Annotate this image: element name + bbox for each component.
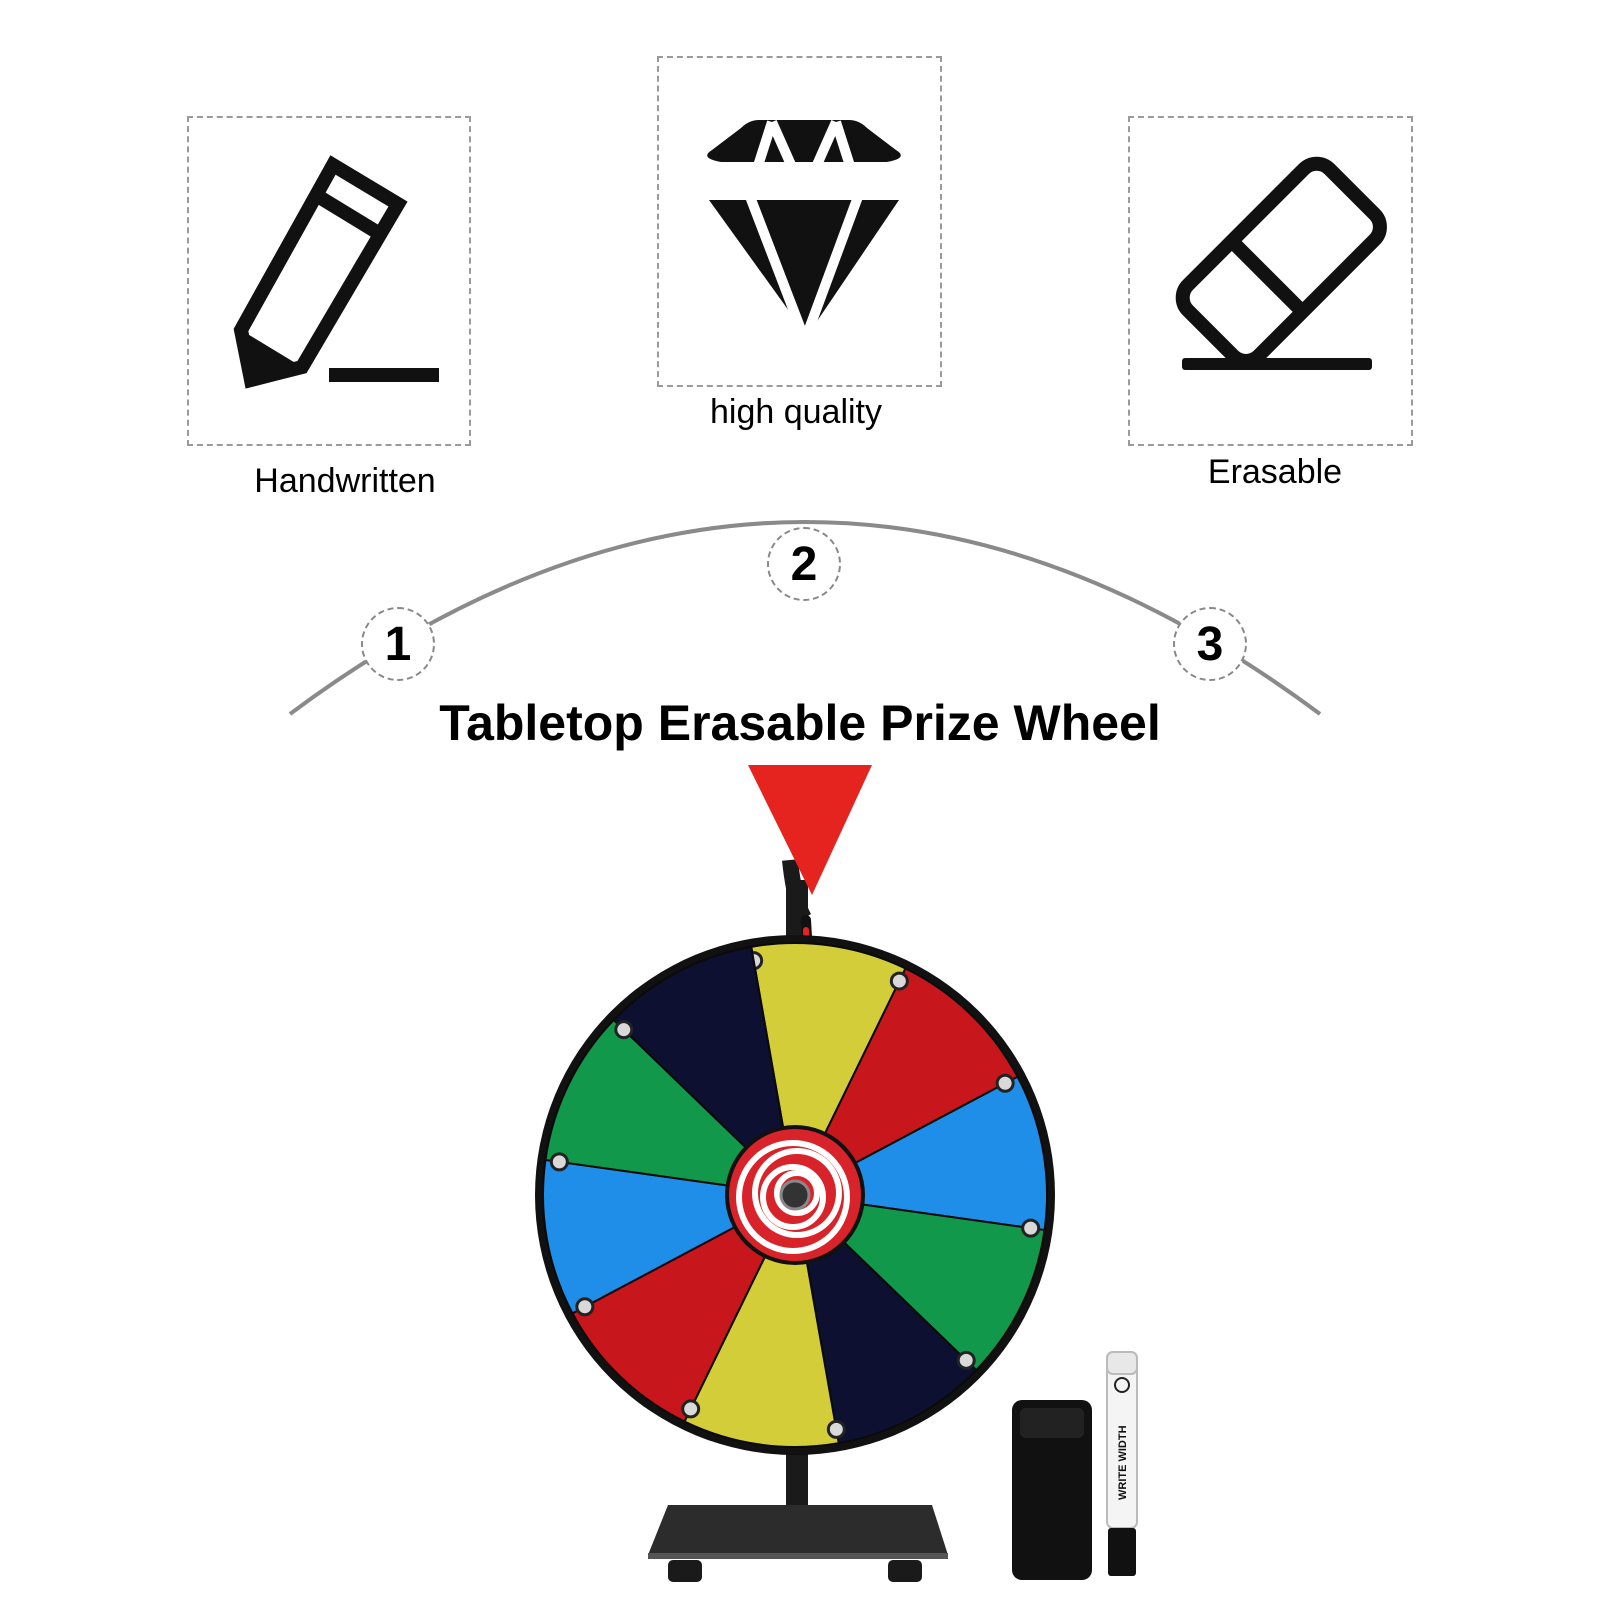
marker-label: WRITE WIDTH <box>1117 1425 1129 1500</box>
hub-spiral <box>760 1164 826 1230</box>
feature-box-erasable <box>1128 116 1413 446</box>
wheel-peg <box>995 1073 1015 1093</box>
stand-base <box>648 1505 948 1555</box>
hub-spiral <box>752 1148 842 1238</box>
wheel-segment <box>544 1018 798 1197</box>
stand-foot-right <box>888 1560 922 1582</box>
pointer-flag <box>748 765 872 895</box>
feature-label-high-quality: high quality <box>709 393 882 431</box>
step-badge-1: 1 <box>361 607 435 681</box>
felt-eraser-icon <box>1012 1400 1092 1580</box>
pencil-icon <box>233 155 439 389</box>
wheel-peg <box>549 1152 569 1172</box>
stand-foot-left <box>668 1560 702 1582</box>
wheel-segment <box>571 1192 798 1423</box>
page-title: Tabletop Erasable Prize Wheel <box>439 695 1161 751</box>
wheel-segment <box>792 967 1019 1198</box>
feature-label-handwritten: Handwritten <box>254 462 436 500</box>
hub-bolt <box>779 1179 811 1211</box>
wheel-peg <box>681 1399 701 1419</box>
step-badge-3: 3 <box>1173 607 1247 681</box>
wheel-segment <box>612 945 797 1198</box>
wheel-peg <box>1021 1218 1041 1238</box>
wheel-segment <box>792 1193 1046 1372</box>
feature-box-high-quality <box>657 56 942 387</box>
wheel-peg <box>826 1419 846 1439</box>
steps-arc <box>288 520 1322 716</box>
wheel-peg <box>575 1297 595 1317</box>
wheel-peg <box>956 1350 976 1370</box>
wheel-segment <box>793 1192 978 1445</box>
step-badge-2: 2 <box>767 527 841 601</box>
feature-label-erasable: Erasable <box>1207 453 1343 491</box>
wheel-peg <box>889 971 909 991</box>
marker-icon <box>1106 1351 1138 1576</box>
hub-spiral <box>736 1140 850 1254</box>
pointer-arm <box>782 859 812 922</box>
feature-box-handwritten <box>187 116 471 446</box>
diamond-icon <box>699 119 909 342</box>
hub-spiral <box>774 1170 820 1216</box>
wheel-peg <box>614 1020 634 1040</box>
eraser-icon <box>1175 156 1387 370</box>
wheel <box>535 935 1055 1455</box>
